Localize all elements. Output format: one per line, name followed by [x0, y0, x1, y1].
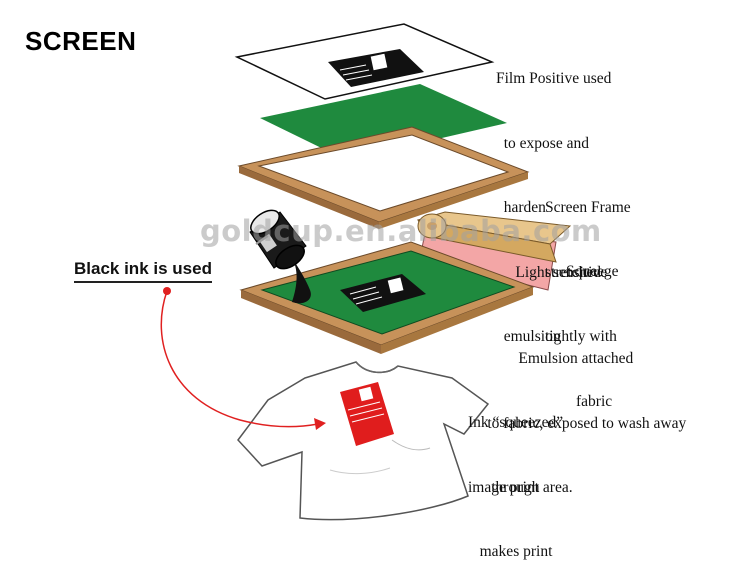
- printing-screen-icon: [239, 241, 535, 354]
- pointer-arrow-icon: [160, 287, 326, 430]
- screen-printing-illustration: [160, 23, 572, 521]
- label-line: harden: [496, 199, 546, 216]
- label-line: through: [468, 478, 540, 496]
- label-ink: Ink “squeezed” through makes print: [468, 369, 563, 584]
- label-line: to fabric, exposed to wash away: [468, 414, 687, 432]
- film-positive-sheet-icon: [234, 23, 495, 100]
- label-line: stretched: [545, 263, 601, 281]
- label-emulsion: Emulsion attached to fabric, exposed to …: [468, 305, 686, 520]
- label-line: Screen Frame: [545, 199, 631, 216]
- watermark-text: goldcup.en.alibaba.com: [200, 214, 602, 248]
- label-line: image print area.: [468, 479, 573, 496]
- label-line: emulsion: [496, 328, 561, 345]
- label-squeegee: Squeege: [566, 263, 619, 280]
- label-film-positive: Film Positive used to expose and harden …: [496, 25, 611, 369]
- black-ink-label: Black ink is used: [74, 259, 212, 283]
- label-line: Emulsion attached: [468, 350, 634, 367]
- label-line: Light sensitive: [496, 263, 608, 281]
- label-line: fabric: [545, 392, 613, 410]
- label-line: makes print: [468, 543, 553, 560]
- label-line: tightly with: [545, 328, 617, 345]
- screen-frame-icon: [237, 126, 530, 229]
- t-shirt-icon: [237, 361, 490, 521]
- label-line: to expose and: [496, 134, 589, 152]
- ink-can-icon: [249, 209, 311, 304]
- squeegee-icon: [417, 211, 572, 291]
- diagram-title: SCREEN: [25, 26, 137, 56]
- label-line: Ink “squeezed”: [468, 414, 564, 431]
- emulsion-sheet-icon: [260, 84, 507, 160]
- label-line: Film Positive used: [496, 70, 612, 87]
- label-screen-frame: Screen Frame stretched tightly with fabr…: [545, 154, 631, 434]
